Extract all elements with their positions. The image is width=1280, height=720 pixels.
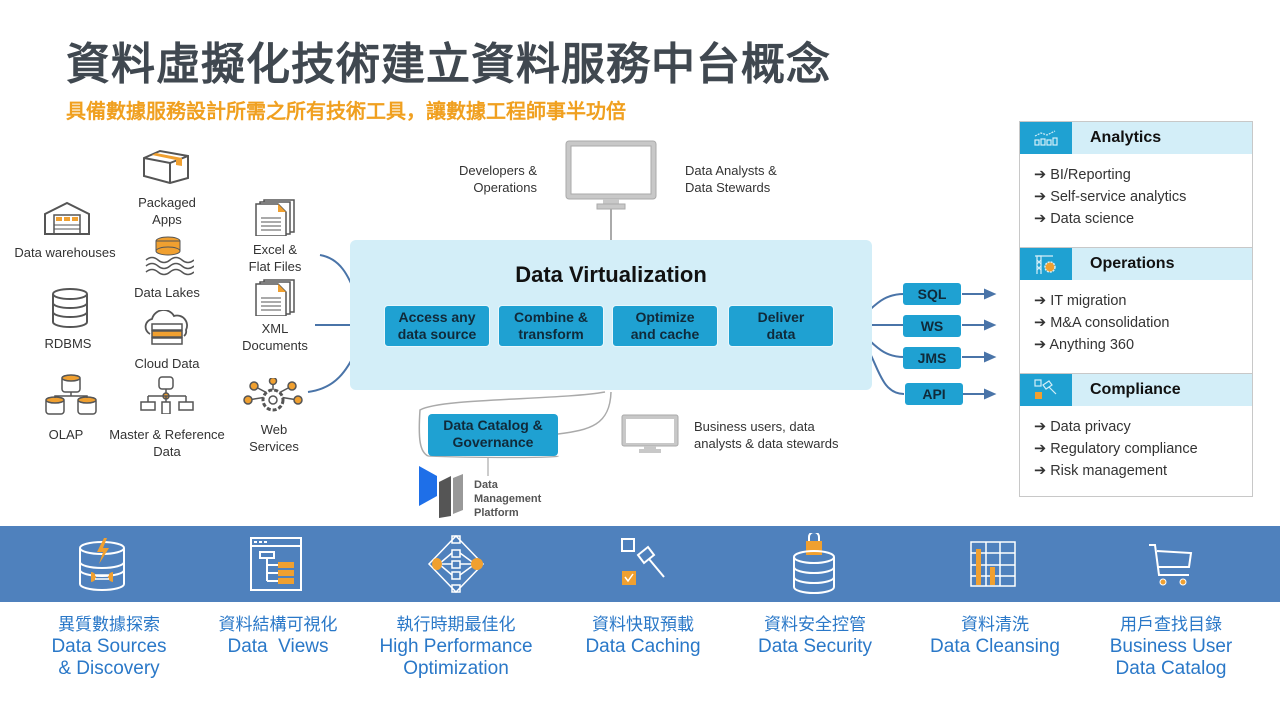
use-case-item: ➔ BI/Reporting <box>1034 167 1131 183</box>
cloud-server-icon <box>140 309 194 351</box>
tree-view-icon <box>191 526 361 602</box>
use-case-operations: Operations ➔ IT migration ➔ M&A consolid… <box>1019 247 1253 374</box>
arrow-right-icon: ➔ <box>1034 293 1047 309</box>
shopping-cart-icon <box>1085 526 1255 602</box>
source-label: RDBMS <box>44 336 92 351</box>
capability-caption: 資料安全控管 Data Security <box>757 615 873 657</box>
source-label: Data warehouses <box>14 245 116 260</box>
arrow-right-icon: ➔ <box>1034 315 1047 331</box>
use-case-item: ➔ Anything 360 <box>1034 337 1135 353</box>
step-deliver[interactable]: Deliver data <box>728 305 834 347</box>
source-label: Cloud Data <box>134 356 200 371</box>
protocol-api[interactable]: API <box>905 383 963 405</box>
use-case-item: ➔ M&A consolidation <box>1034 315 1170 331</box>
capability-band <box>0 526 1280 602</box>
warehouse-icon <box>42 200 92 241</box>
step-access[interactable]: Access any data source <box>384 305 490 347</box>
analysts-label: Data Analysts & Data Stewards <box>685 163 777 195</box>
grid-chart-icon <box>908 526 1078 602</box>
use-case-item: ➔ Data science <box>1034 211 1135 227</box>
arrow-right-icon: ➔ <box>1034 337 1047 353</box>
documents-icon <box>252 198 300 241</box>
monitor-icon <box>565 140 657 215</box>
database-plug-icon <box>17 526 187 602</box>
database-lock-icon <box>729 526 899 602</box>
flow-optimization-icon <box>371 526 541 602</box>
data-management-platform-label: Data Management Platform <box>474 479 542 519</box>
capability-caption: 用戶查找目錄 Business User Data Catalog <box>1109 615 1233 679</box>
analytics-chart-icon <box>1020 122 1072 154</box>
page-subtitle: 具備數據服務設計所需之所有技術工具，讓數據工程師事半功倍 <box>66 99 626 123</box>
arrow-right-icon: ➔ <box>1034 419 1047 435</box>
capability-caption: 資料清洗 Data Cleansing <box>930 615 1060 657</box>
source-label: Master & Reference Data <box>109 427 225 459</box>
use-case-item: ➔ IT migration <box>1034 293 1127 309</box>
olap-cubes-icon <box>44 374 98 421</box>
use-case-item: ➔ Risk management <box>1034 463 1168 479</box>
use-case-title: Analytics <box>1090 129 1162 146</box>
database-icon <box>50 288 90 333</box>
capability-caption: 異質數據探索 Data Sources & Discovery <box>51 615 167 679</box>
data-management-platform-logo-icon <box>419 466 469 523</box>
source-label: Data Lakes <box>134 285 200 300</box>
source-label: Packaged Apps <box>138 195 196 227</box>
arrow-right-icon: ➔ <box>1034 167 1047 183</box>
network-hierarchy-icon <box>139 376 195 419</box>
use-case-analytics: Analytics ➔ BI/Reporting ➔ Self-service … <box>1019 121 1253 248</box>
source-label: OLAP <box>48 427 84 442</box>
developers-label: Developers & Operations <box>458 163 537 195</box>
source-label: Web Services <box>249 422 299 454</box>
data-catalog-governance[interactable]: Data Catalog & Governance <box>428 414 558 456</box>
step-optimize[interactable]: Optimize and cache <box>612 305 718 347</box>
use-case-title: Operations <box>1090 255 1175 272</box>
use-case-item: ➔ Regulatory compliance <box>1034 441 1198 457</box>
arrow-right-icon: ➔ <box>1034 441 1047 457</box>
protocol-sql[interactable]: SQL <box>903 283 961 305</box>
data-virtualization-title: Data Virtualization <box>515 262 707 287</box>
use-case-compliance: Compliance ➔ Data privacy ➔ Regulatory c… <box>1019 373 1253 497</box>
arrow-right-icon: ➔ <box>1034 189 1047 205</box>
capability-caption: 執行時期最佳化 High Performance Optimization <box>379 615 533 679</box>
data-lake-icon <box>142 236 195 281</box>
protocol-jms[interactable]: JMS <box>903 347 961 369</box>
business-users-label: Business users, data analysts & data ste… <box>694 419 839 451</box>
source-label: Excel & Flat Files <box>248 242 302 274</box>
source-label: XML Documents <box>242 321 308 353</box>
documents-icon <box>252 278 300 321</box>
arrow-right-icon: ➔ <box>1034 211 1047 227</box>
gavel-check-icon <box>1020 374 1072 406</box>
crane-gear-icon <box>1020 248 1072 280</box>
use-case-title: Compliance <box>1090 381 1181 398</box>
package-box-icon <box>140 148 192 189</box>
gavel-check-icon <box>558 526 728 602</box>
page-title: 資料虛擬化技術建立資料服務中台概念 <box>66 39 831 90</box>
capability-caption: 資料快取預載 Data Caching <box>585 615 701 657</box>
step-combine[interactable]: Combine & transform <box>498 305 604 347</box>
monitor-icon <box>621 414 679 459</box>
use-case-item: ➔ Data privacy <box>1034 419 1131 435</box>
capability-caption: 資料結構可視化 Data Views <box>218 615 338 657</box>
protocol-ws[interactable]: WS <box>903 315 961 337</box>
use-case-item: ➔ Self-service analytics <box>1034 189 1187 205</box>
web-services-gear-icon <box>240 376 306 419</box>
arrow-right-icon: ➔ <box>1034 463 1047 479</box>
